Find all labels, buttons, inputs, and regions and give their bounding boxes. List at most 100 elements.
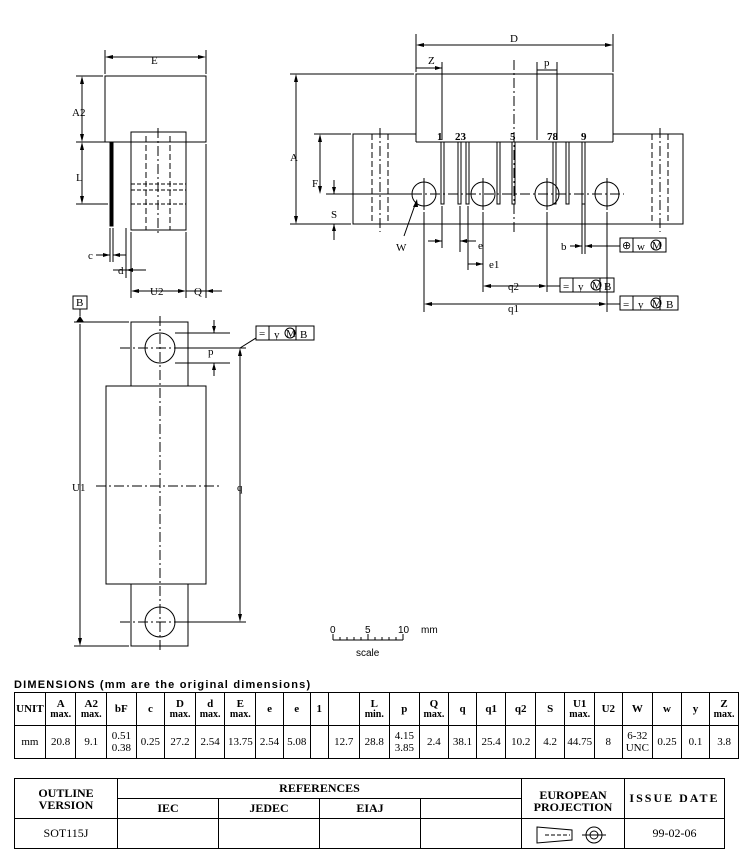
label-q2: q2 [508, 281, 519, 293]
front-view-labels: D Z p A F S W 1 23 5 78 9 e e1 b q2 q1 ⊕… [290, 33, 673, 315]
front-view [290, 34, 684, 312]
label-b: b [561, 241, 567, 253]
scale-tick-0: 0 [330, 625, 336, 636]
tol-q1-datum: B [666, 299, 673, 311]
label-A: A [290, 152, 298, 164]
tol-q-symbol: = [259, 328, 265, 340]
dim-value-cell: 38.1 [448, 725, 477, 759]
dimensions-title: DIMENSIONS (mm are the original dimensio… [14, 679, 312, 691]
side-view-lead [109, 141, 114, 227]
tol-q-value: y [274, 329, 280, 341]
scale-bar [332, 634, 404, 641]
label-A2: A2 [72, 107, 85, 119]
dim-header-cell: e [282, 692, 311, 726]
label-S: S [331, 209, 337, 221]
dim-header-cell: e [255, 692, 284, 726]
scale-caption: scale [356, 648, 380, 659]
side-view-labels: E A2 L c d U2 Q [72, 55, 202, 298]
pin-label-5: 5 [510, 131, 516, 143]
pin-label-9: 9 [581, 131, 587, 143]
references-label: REFERENCES [117, 778, 522, 799]
dim-value-cell: mm [14, 725, 46, 759]
dim-value-cell: 13.75 [224, 725, 257, 759]
top-view-body [105, 385, 207, 585]
dim-value-cell: 2.54 [194, 725, 226, 759]
issue-date-value: 99-02-06 [624, 818, 725, 849]
jedec-label: JEDEC [218, 798, 320, 819]
lead-pins [440, 141, 586, 205]
dim-header-cell: UNIT [14, 692, 46, 726]
outline-version-value: SOT115J [14, 818, 118, 849]
dim-value-cell: 12.7 [328, 725, 360, 759]
label-Z: Z [428, 55, 435, 67]
scale-tick-5: 5 [365, 625, 371, 636]
label-p-top: p [544, 57, 550, 69]
tolerance-frame-q1 [619, 295, 679, 311]
pin-label-78: 78 [547, 131, 559, 143]
dim-value-cell: 2.54 [255, 725, 284, 759]
dim-header-cell: W [621, 692, 654, 726]
tol-w-mod: M [652, 240, 662, 252]
tol-w-value: w [637, 241, 645, 253]
outline-version-label: OUTLINE VERSION [14, 778, 118, 819]
dim-value-cell: 3.8 [709, 725, 739, 759]
dim-value-cell: 10.2 [505, 725, 536, 759]
dim-header-cell: S [534, 692, 566, 726]
label-U2: U2 [150, 286, 163, 298]
pin-label-1: 1 [437, 131, 443, 143]
iec-label: IEC [117, 798, 219, 819]
references-table: OUTLINE VERSION REFERENCES EUROPEAN PROJ… [14, 778, 725, 849]
dim-header-cell: q2 [505, 692, 536, 726]
label-U1: U1 [72, 482, 85, 494]
label-Q: Q [194, 286, 202, 298]
dim-header-cell: bF [106, 692, 137, 726]
projection-label: EUROPEAN PROJECTION [521, 778, 625, 819]
top-view-labels: B U1 p q = y M B [72, 297, 307, 494]
tol-q2-symbol: = [563, 281, 569, 293]
label-c: c [88, 250, 93, 262]
label-L: L [76, 172, 83, 184]
dim-value-cell: 8 [594, 725, 623, 759]
front-view-outline [352, 73, 684, 225]
scale-unit: mm [421, 625, 438, 636]
tol-q1-value: y [638, 299, 644, 311]
tol-q-datum: B [300, 329, 307, 341]
pin-label-23: 23 [455, 131, 467, 143]
label-F: F [312, 178, 318, 190]
label-W: W [396, 242, 407, 254]
label-D: D [510, 33, 518, 45]
dim-value-cell: 5.08 [282, 725, 311, 759]
dim-header-cell: c [135, 692, 166, 726]
label-q1: q1 [508, 303, 519, 315]
dim-header-cell: q1 [475, 692, 507, 726]
eiaj-label: EIAJ [319, 798, 421, 819]
label-d: d [118, 265, 124, 277]
label-p: p [208, 346, 214, 358]
label-e1: e1 [489, 259, 499, 271]
dim-value-cell: 0.25 [652, 725, 682, 759]
dim-value-cell: 28.8 [358, 725, 391, 759]
tol-q-mod: M [286, 328, 296, 340]
side-view [76, 50, 222, 298]
top-view [72, 295, 315, 650]
dim-header-cell: y [680, 692, 711, 726]
dim-header-cell: 1 [309, 692, 330, 726]
label-q: q [237, 482, 243, 494]
dim-value-cell: 44.75 [564, 725, 596, 759]
issue-date-label: ISSUE DATE [624, 778, 725, 819]
dim-header-cell: p [389, 692, 420, 726]
dim-value-cell: 0.25 [135, 725, 166, 759]
label-E: E [151, 55, 158, 67]
